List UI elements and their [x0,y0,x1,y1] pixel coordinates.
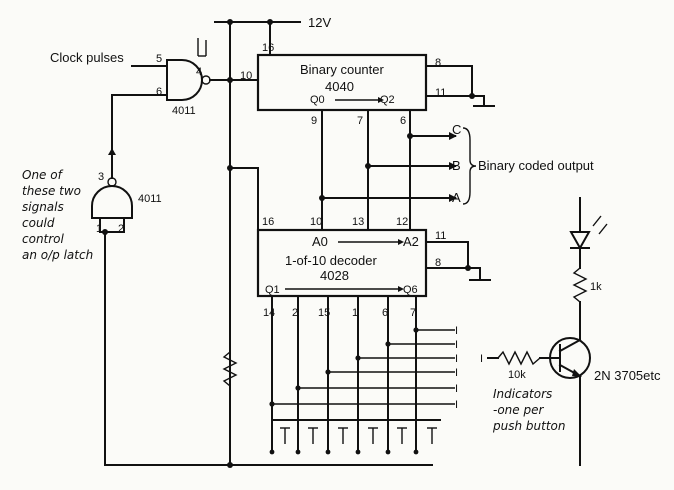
supply-voltage-label: 12V [308,15,331,30]
tap-label-2: I [455,339,458,351]
decoder-output-q1-label: Q1 [265,284,280,296]
indicators-note-line-1: Indicators [493,387,552,401]
ground-rail [104,462,433,468]
tap-label-6: I [455,399,458,411]
nand-gate-lower: 4011 3 1 2 [91,94,168,466]
decoder-pin-11: 11 [435,230,446,242]
tap-label-3: I [455,353,458,365]
output-pin-14: 14 [263,307,275,319]
upper-gate-pin-5: 5 [156,53,162,65]
latch-note-line-6: an o/p latch [22,248,93,262]
decoder-input-a0-label: A0 [312,234,328,249]
decoder-pin-8: 8 [435,257,441,269]
counter-part-number: 4040 [325,79,354,94]
upper-gate-part-number: 4011 [172,105,196,117]
base-resistor-label: 10k [508,369,526,381]
output-pin-6: 6 [382,307,388,319]
driver-input-label: I [480,353,483,365]
latch-note-line-5: control [22,232,65,246]
counter-pin-8: 8 [435,57,441,69]
output-pin-7: 7 [410,307,416,319]
binary-coded-output-label: Binary coded output [478,158,594,173]
latch-note-line-2: these two [22,184,81,198]
indicators-note-line-2: -one per [493,403,544,417]
upper-gate-pin-6: 6 [156,86,162,98]
counter-pin-9: 9 [311,115,317,127]
push-button[interactable] [368,427,378,444]
binary-bus: C B A Binary coded output [319,109,594,231]
clock-pulses-label: Clock pulses [50,50,124,65]
counter-ground-connection [425,65,495,107]
tap-label-5: I [455,383,458,395]
transistor-part-number: 2N 3705etc [594,368,661,383]
gate-output-wire [197,38,259,83]
latch-note-line-1: One of [22,168,64,182]
decoder-supply [227,165,259,231]
nand-gate-upper: 4011 5 6 4 [156,53,211,117]
pulldown-resistor [222,339,238,401]
push-button[interactable] [308,427,318,444]
decoder-output-q6-label: Q6 [403,284,418,296]
decoder-title: 1-of-10 decoder [285,253,377,268]
indicator-taps: I I I I I I [269,325,458,411]
decoder-pin-16: 16 [262,216,274,228]
counter-pin-6: 6 [400,115,406,127]
upper-gate-pin-4: 4 [196,66,202,78]
tap-label-1: I [455,325,458,337]
counter-pin-7: 7 [357,115,363,127]
latch-note-line-3: signals [22,200,64,214]
bus-label-a: A [452,190,461,205]
decoder-chip: A0 A2 1-of-10 decoder 4028 Q1 Q6 16 10 1… [256,216,446,298]
lower-gate-part-number: 4011 [138,193,162,205]
output-pin-1: 1 [352,307,358,319]
bus-label-b: B [452,158,461,173]
decoder-part-number: 4028 [320,268,349,283]
clock-input: Clock pulses [50,50,168,67]
counter-pin-11: 11 [435,87,446,99]
indicators-note-line-3: push button [492,419,565,433]
lower-gate-pin-3: 3 [98,171,104,183]
push-button[interactable] [338,427,348,444]
collector-resistor-label: 1k [590,281,602,293]
decoder-output-pins: 14 2 15 1 6 7 [263,295,417,453]
push-button[interactable] [397,427,407,444]
bus-label-c: C [452,122,461,137]
output-pin-2: 2 [292,307,298,319]
push-button-row [269,419,441,455]
counter-output-q0-label: Q0 [310,94,325,106]
decoder-input-a2-label: A2 [403,234,419,249]
counter-pin-16: 16 [262,42,274,54]
decoder-pin-10: 10 [310,216,322,228]
counter-output-q2-label: Q2 [380,94,395,106]
latch-note-line-4: could [22,216,55,230]
decoder-ground-connection [425,241,491,281]
binary-counter-chip: Binary counter 4040 Q0 Q2 16 10 8 11 9 7… [240,42,446,127]
lower-gate-pin-2: 2 [118,223,124,235]
decoder-pin-13: 13 [352,216,364,228]
counter-title: Binary counter [300,62,384,77]
push-button[interactable] [280,427,290,444]
push-button[interactable] [427,427,437,444]
indicator-driver: 1k I 10k 2N 3705etc [480,197,661,466]
decoder-pin-12: 12 [396,216,408,228]
tap-label-4: I [455,367,458,379]
